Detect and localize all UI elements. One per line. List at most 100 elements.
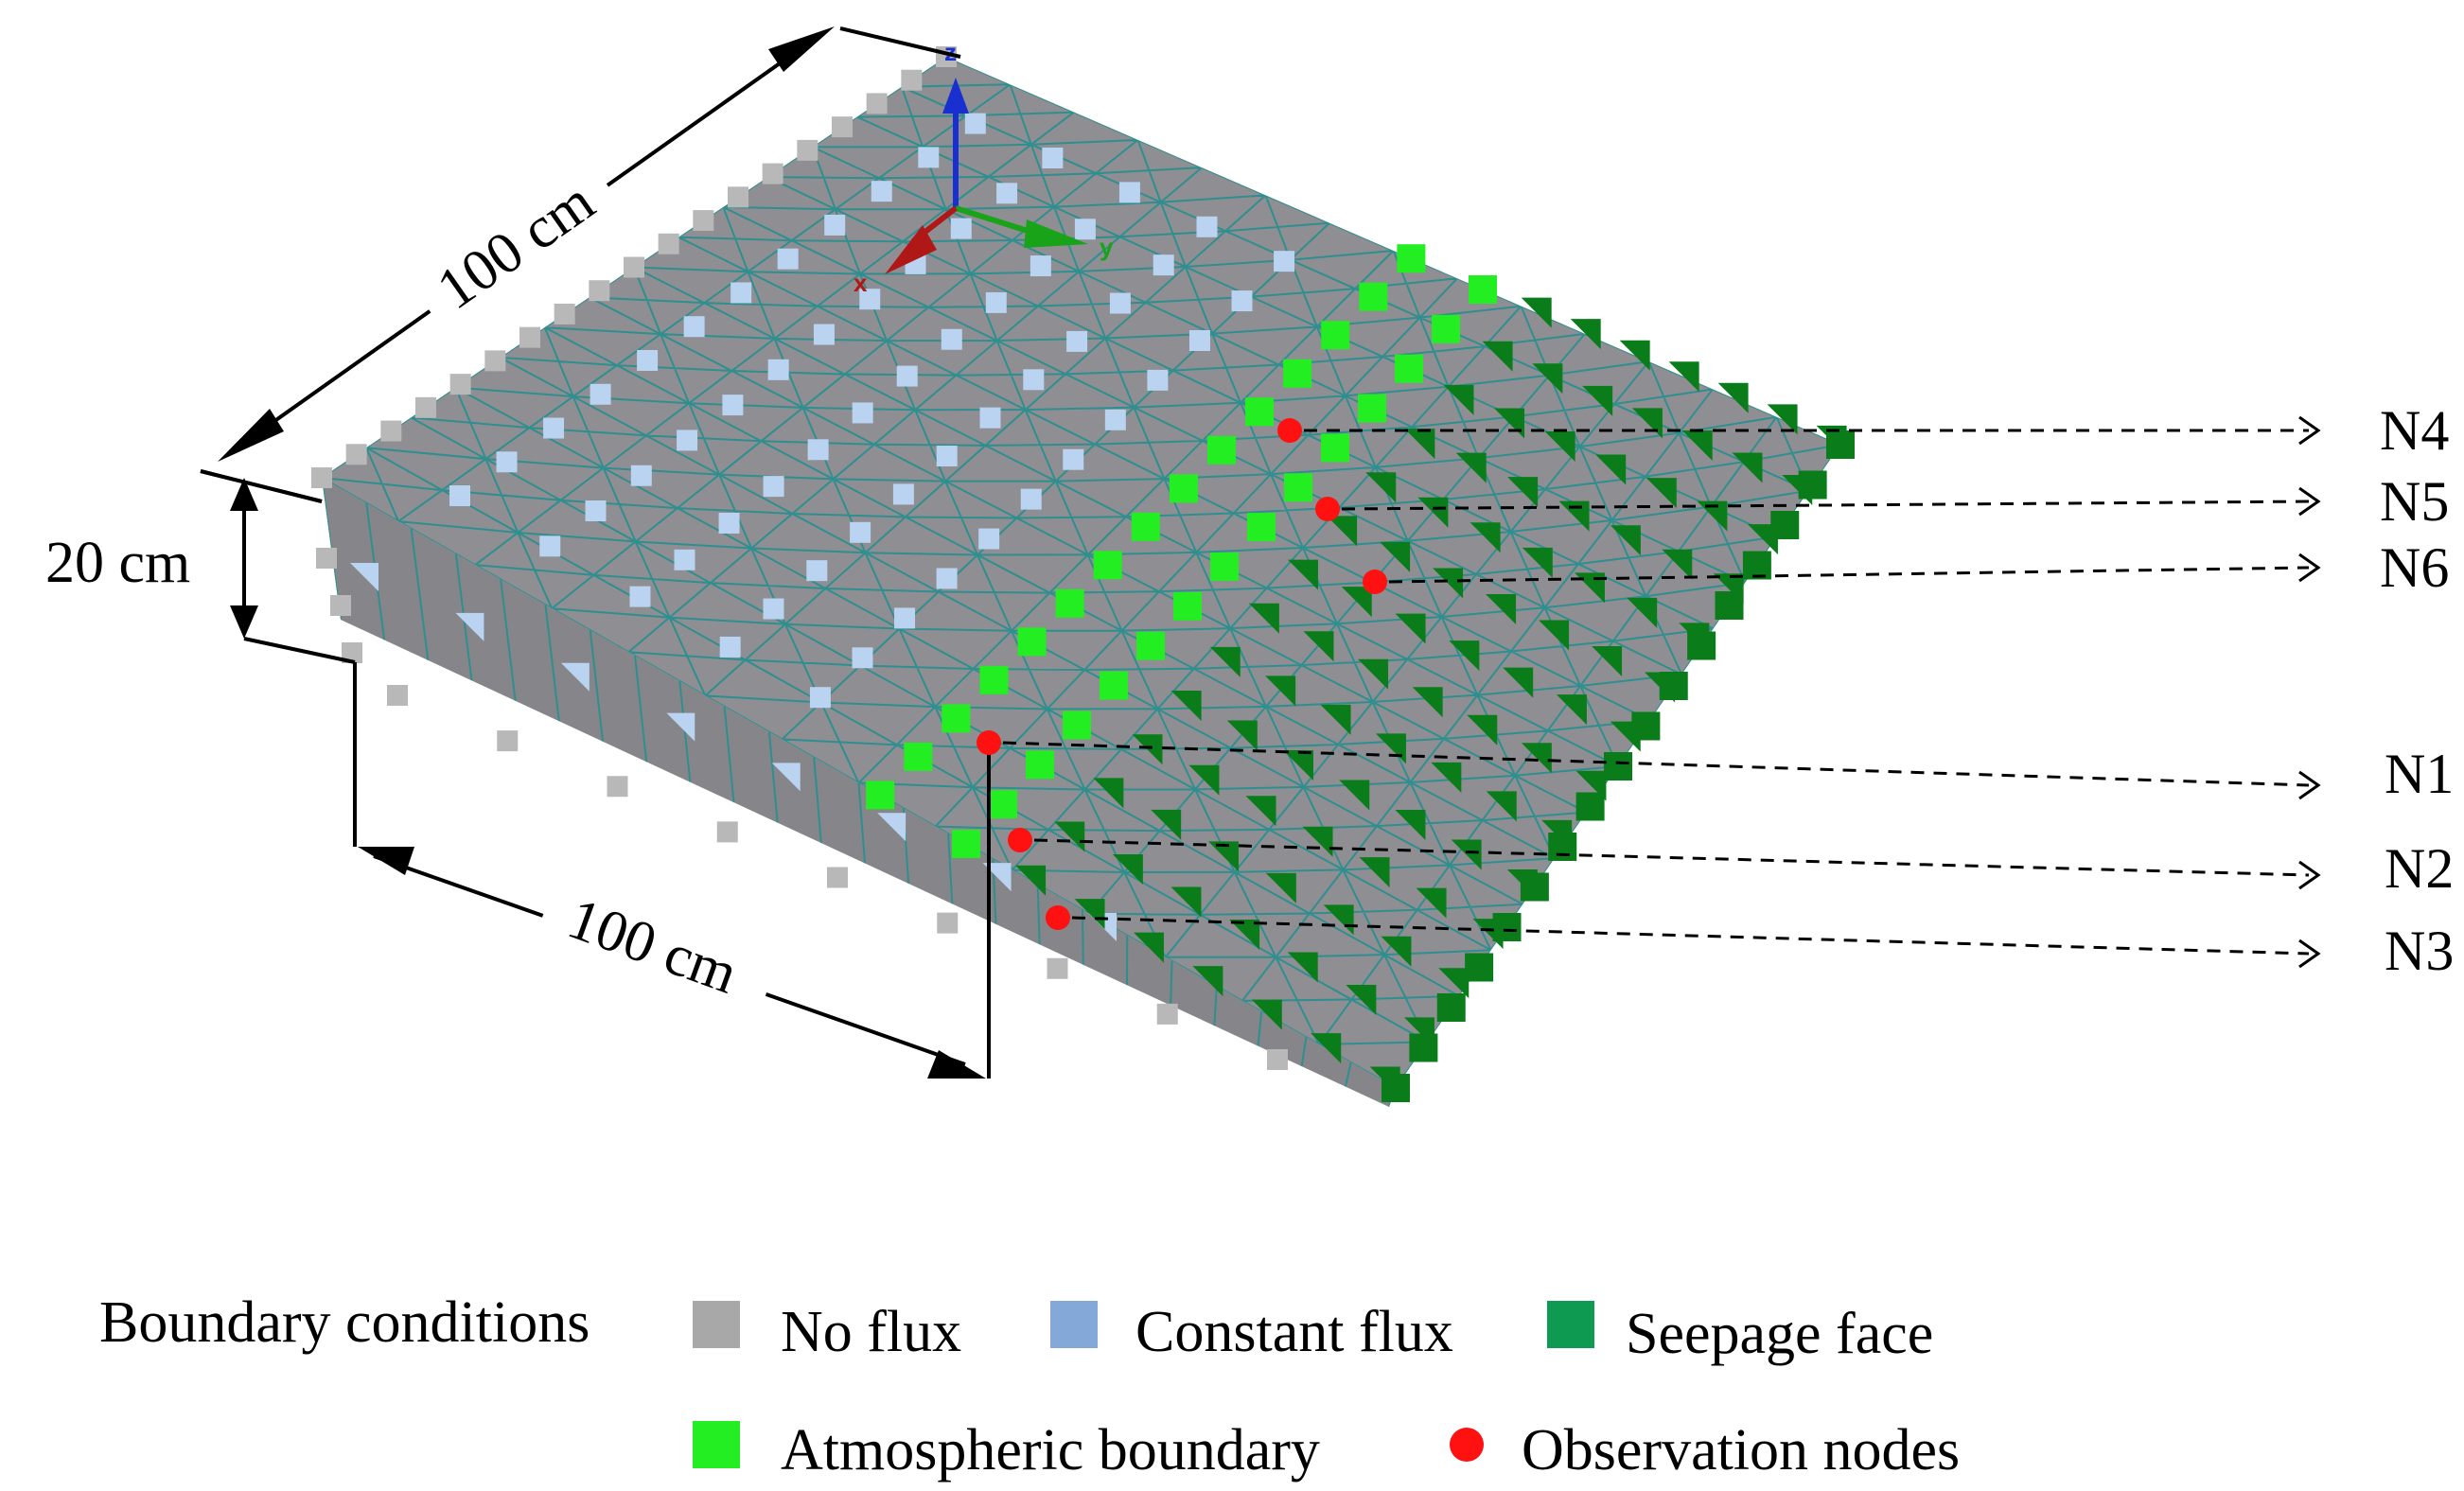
y-axis-arrow-icon [1024,219,1088,248]
legend-label-no-flux: No flux [781,1300,961,1364]
constant-flux-marker [1147,369,1169,391]
constant-flux-marker [1274,251,1295,272]
seepage-marker [1251,999,1282,1030]
atmospheric-marker [942,704,971,733]
constant-flux-marker [852,402,873,424]
constant-flux-marker [1088,913,1117,941]
seepage-marker [1395,613,1426,644]
seepage-marker [1339,780,1370,811]
seepage-marker [1668,361,1699,393]
constant-flux-marker [1118,182,1140,203]
atmospheric-marker [1247,513,1276,542]
seepage-marker [1431,762,1462,793]
observation-node-label: N1 [2385,743,2454,805]
dimension-height-arrow-up-icon [230,478,258,511]
atmospheric-marker [952,830,980,858]
atmospheric-marker [1321,321,1350,350]
seepage-marker [1341,587,1372,618]
constant-flux-marker [730,282,752,304]
atmospheric-marker [1169,474,1198,503]
seepage-marker [1604,752,1632,781]
atmospheric-marker [1397,244,1426,273]
constant-flux-marker [850,521,871,543]
atmospheric-marker [979,665,1009,694]
observation-leader-line [1388,566,2310,584]
no-flux-marker [345,444,367,465]
seepage-marker [1151,809,1182,840]
no-flux-marker [380,420,402,442]
legend-swatch-atmospheric [693,1421,740,1468]
seepage-marker [1380,541,1411,572]
leader-arrow-icon [2298,486,2321,517]
no-flux-marker [330,595,351,616]
no-flux-marker [497,730,519,752]
no-flux-marker [342,642,362,663]
legend-swatch-constant-flux [1050,1301,1098,1348]
seepage-marker [1522,547,1553,578]
dimension-front-arrow-right-icon [927,1050,986,1079]
constant-flux-marker [852,647,873,669]
constant-flux-marker [496,451,518,473]
no-flux-marker [762,163,783,184]
seepage-marker [1093,778,1124,809]
seepage-marker [1470,522,1501,553]
observation-leader-line [1033,838,2310,877]
no-flux-marker [519,326,540,348]
mesh-block [311,46,1855,1107]
seepage-marker [1449,640,1480,672]
seepage-marker [1465,953,1494,982]
seepage-marker [1436,993,1466,1022]
constant-flux-marker [918,147,940,168]
no-flux-marker [387,685,408,706]
seepage-marker [1287,559,1318,590]
constant-flux-marker [767,359,789,380]
seepage-marker [1619,340,1650,371]
dimension-height-tick-bottom [243,637,356,664]
no-flux-marker [311,467,332,488]
seepage-marker [1192,966,1223,997]
no-flux-marker [484,350,506,372]
seepage-marker [1358,658,1389,690]
constant-flux-marker [666,712,695,742]
constant-flux-marker [719,636,741,658]
no-flux-marker [658,233,679,254]
observation-node [977,730,1001,755]
atmospheric-marker [1131,512,1160,541]
seepage-marker [1574,572,1605,604]
seepage-marker [1320,704,1351,735]
atmospheric-marker [1432,314,1460,343]
constant-flux-marker [813,324,835,345]
constant-flux-marker [350,563,378,591]
constant-flux-marker [674,549,695,570]
atmospheric-marker [1469,275,1497,304]
seepage-marker [1283,750,1314,781]
constant-flux-marker [978,528,1000,550]
constant-flux-marker [539,535,561,557]
atmospheric-marker [1136,631,1165,660]
seepage-marker [1681,430,1713,461]
seepage-marker [1687,631,1716,660]
seepage-marker [1287,952,1318,983]
constant-flux-marker [590,383,611,405]
seepage-marker [1302,826,1333,857]
atmospheric-marker [1245,397,1275,427]
constant-flux-marker [996,183,1018,204]
constant-flux-marker [722,395,744,416]
seepage-marker [1715,591,1744,620]
constant-flux-marker [683,316,705,338]
seepage-marker [1767,404,1798,435]
constant-flux-marker [1196,216,1218,237]
atmospheric-marker [1093,551,1122,580]
constant-flux-marker [806,560,828,582]
seepage-marker [1323,904,1354,936]
legend: Boundary conditions No flux Constant flu… [99,1290,1960,1482]
seepage-marker [1662,549,1693,580]
seepage-marker [1486,791,1517,822]
constant-flux-marker [1063,448,1084,470]
seepage-marker [1544,431,1575,462]
no-flux-marker [449,374,471,395]
seepage-marker [1520,872,1549,902]
constant-flux-marker [637,349,659,371]
seepage-marker [1521,297,1552,328]
legend-swatch-observation-nodes [1450,1428,1484,1462]
